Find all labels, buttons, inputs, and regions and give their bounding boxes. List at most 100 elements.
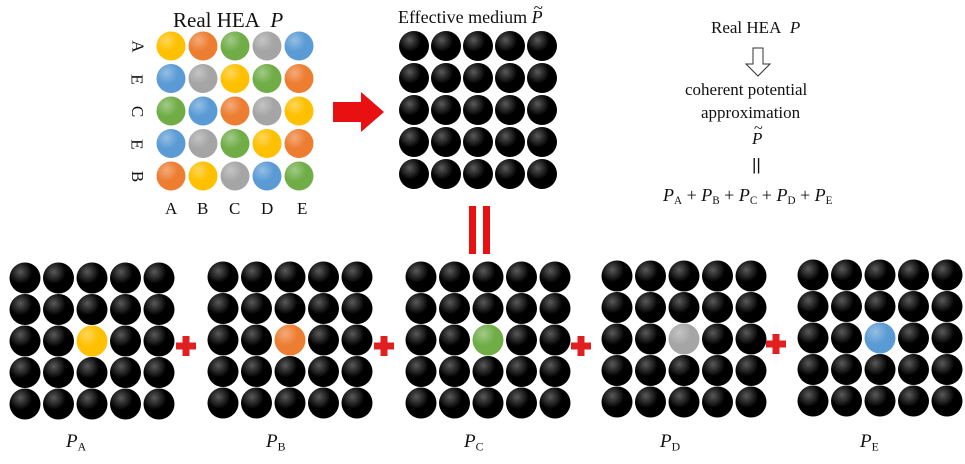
plus-icon-v [380, 336, 388, 356]
panel-atom-shine [635, 260, 666, 292]
panel-atom-shine [668, 292, 700, 323]
equation-term: PD [776, 185, 796, 208]
panel-atom-shine [110, 294, 141, 325]
panel-atom-shine [735, 323, 767, 355]
panel-atom-shine [472, 261, 504, 293]
panel-atom-shine [668, 386, 700, 418]
down-arrow-icon [744, 47, 772, 77]
plus-icon-v [182, 336, 190, 356]
panel-atom-shine [143, 294, 175, 325]
effective-atom-shine [495, 127, 525, 157]
panel-atom-shine [472, 387, 504, 419]
equation-line-4: P [752, 121, 763, 147]
real-atom-blue-shine [252, 161, 282, 191]
col-label: E [297, 199, 308, 218]
panel-atom-shine [43, 294, 74, 325]
panel-atom-shine [864, 385, 896, 417]
panel-center-atom-D-shine [668, 323, 700, 355]
panel-atom-shine [831, 385, 862, 417]
panel-atom-shine [601, 292, 633, 323]
panel-label-C: PC [464, 431, 484, 454]
panel-atom-shine [241, 324, 272, 356]
panel-atom-shine [405, 356, 437, 387]
col-label: C [229, 199, 241, 218]
real-atom-orange-shine [220, 96, 250, 126]
panel-atom-shine [241, 356, 272, 387]
panel-atom-shine [207, 356, 239, 387]
real-atom-blue-shine [156, 64, 186, 93]
effective-atom-shine [431, 159, 461, 189]
panel-atom-shine [207, 261, 239, 293]
real-atom-green-shine [220, 129, 250, 158]
panel-atom-shine [274, 261, 306, 293]
panel-atom-shine [274, 293, 306, 324]
panel-atom-shine [702, 323, 733, 355]
panel-label-B: PB [266, 431, 286, 454]
panel-atom-shine [539, 356, 571, 387]
panel-atom-shine [702, 292, 733, 323]
real-atom-yellow-shine [220, 64, 250, 93]
panel-atom-shine [308, 261, 339, 293]
effective-atom-shine [399, 159, 429, 189]
equation-term: PB [701, 185, 720, 208]
panel-atom-shine [735, 386, 767, 418]
equation-term: PA [663, 185, 683, 208]
panel-atom-shine [735, 260, 767, 292]
panel-atom-shine [702, 260, 733, 292]
panel-atom-shine [864, 354, 896, 385]
effective-atom-shine [463, 31, 493, 61]
panel-atom-shine [341, 324, 373, 356]
real-atom-yellow-shine [252, 129, 282, 158]
effective-atom-shine [399, 31, 429, 61]
panel-atom-shine [797, 322, 829, 354]
panel-atom-shine [831, 291, 862, 322]
panel-atom-shine [635, 355, 666, 386]
panel-atom-shine [668, 355, 700, 386]
panel-atom-shine [601, 355, 633, 386]
real-atom-gray-shine [252, 31, 282, 61]
plus-signs [176, 334, 786, 356]
panel-atom-shine [405, 324, 437, 356]
real-atom-blue-shine [156, 129, 186, 158]
panel-atom-shine [405, 261, 437, 293]
equation-equals: || [752, 155, 761, 174]
panel-atom-shine [274, 356, 306, 387]
col-label: B [197, 199, 209, 218]
effective-atom-shine [463, 63, 493, 93]
panel-atom-shine [76, 357, 108, 388]
panel-atom-shine [76, 262, 108, 294]
row-label: A [128, 40, 148, 53]
panel-atom-shine [898, 259, 929, 291]
panel-atom-shine [539, 387, 571, 419]
panel-atom-shine [635, 292, 666, 323]
effective-atom-shine [431, 127, 461, 157]
effective-atom-shine [527, 127, 557, 157]
col-label: D [261, 199, 274, 218]
panel-atom-shine [539, 293, 571, 324]
real-atom-blue-shine [188, 96, 218, 126]
right-arrow-icon [333, 92, 384, 132]
panel-atom-shine [797, 354, 829, 385]
panel-atom-shine [110, 357, 141, 388]
panel-atom-shine [76, 294, 108, 325]
equation-plus: + [757, 185, 777, 205]
panel-atom-shine [797, 385, 829, 417]
panel-atom-shine [506, 324, 537, 356]
effective-atom-shine [463, 95, 493, 125]
panel-atom-shine [143, 357, 175, 388]
equation-term: PE [814, 185, 833, 208]
panel-atom-shine [9, 357, 41, 388]
panel-atom-shine [341, 356, 373, 387]
panel-atom-shine [864, 259, 896, 291]
panel-atom-shine [143, 325, 175, 357]
equation-sum: PA + PB + PC + PD + PE [663, 186, 832, 207]
panel-atom-shine [668, 260, 700, 292]
panel-atom-shine [143, 388, 175, 420]
panel-atom-shine [341, 293, 373, 324]
effective-atom-shine [527, 159, 557, 189]
real-atom-yellow-shine [284, 96, 314, 126]
panel-atom-shine [601, 323, 633, 355]
panel-atom-shine [439, 293, 470, 324]
panel-atom-shine [506, 387, 537, 419]
